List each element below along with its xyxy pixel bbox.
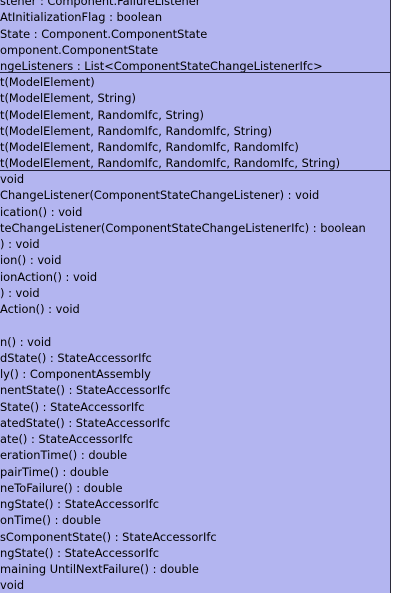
method-line: teChangeListener(ComponentStateChangeLis… [0, 220, 366, 235]
method-line: onTime() : double [0, 513, 101, 528]
constructor-line: t(ModelElement) [0, 75, 95, 89]
method-line: nentState() : StateAccessorIfc [0, 383, 171, 398]
method-line: ChangeListener(ComponentStateChangeListe… [0, 188, 320, 203]
method-line: State() : StateAccessorIfc [0, 399, 145, 414]
method-line: sComponentState() : StateAccessorIfc [0, 529, 217, 544]
method-line: ionAction() : void [0, 269, 98, 284]
method-line: pairTime() : double [0, 464, 109, 479]
method-line: ly() : ComponentAssembly [0, 367, 151, 381]
method-line: maining UntilNextFailure() : double [0, 562, 199, 576]
constructor-line: t(ModelElement, RandomIfc, RandomIfc, St… [0, 123, 273, 138]
constructor-line: t(ModelElement, RandomIfc, RandomIfc, Ra… [0, 140, 299, 154]
method-line: dState() : StateAccessorIfc [0, 350, 152, 365]
method-line: ngState() : StateAccessorIfc [0, 545, 159, 560]
method-line: atedState() : StateAccessorIfc [0, 415, 171, 430]
method-line: void [0, 172, 25, 186]
constructor-line: t(ModelElement, RandomIfc, String) [0, 107, 204, 122]
method-line: ate() : StateAccessorIfc [0, 432, 133, 446]
compartment-divider [0, 72, 391, 73]
attribute-line: AtInitializationFlag : boolean [0, 10, 163, 25]
method-line [0, 317, 390, 333]
method-line: erationTime() : double [0, 448, 128, 463]
method-line: Action() : void [0, 302, 80, 316]
attribute-line: stener : Component.FailureListener [0, 0, 201, 8]
constructor-line: t(ModelElement, String) [0, 91, 136, 106]
attribute-line: State : Component.ComponentState [0, 26, 208, 41]
method-line: ion() : void [0, 253, 62, 268]
attribute-line: omponent.ComponentState [0, 42, 159, 57]
method-line: neToFailure() : double [0, 480, 123, 495]
method-line: ngState() : StateAccessorIfc [0, 497, 159, 511]
method-line: ) : void [0, 237, 40, 251]
method-line: ) : void [0, 285, 40, 300]
method-line: ication() : void [0, 204, 83, 219]
method-line: void [0, 578, 25, 593]
method-line: n() : void [0, 334, 52, 349]
attribute-line: ngeListeners : List<ComponentStateChange… [0, 59, 323, 73]
constructor-line: t(ModelElement, RandomIfc, RandomIfc, Ra… [0, 156, 341, 171]
compartment-divider [0, 170, 391, 171]
uml-class-box: stener : Component.FailureListener AtIni… [0, 0, 391, 593]
